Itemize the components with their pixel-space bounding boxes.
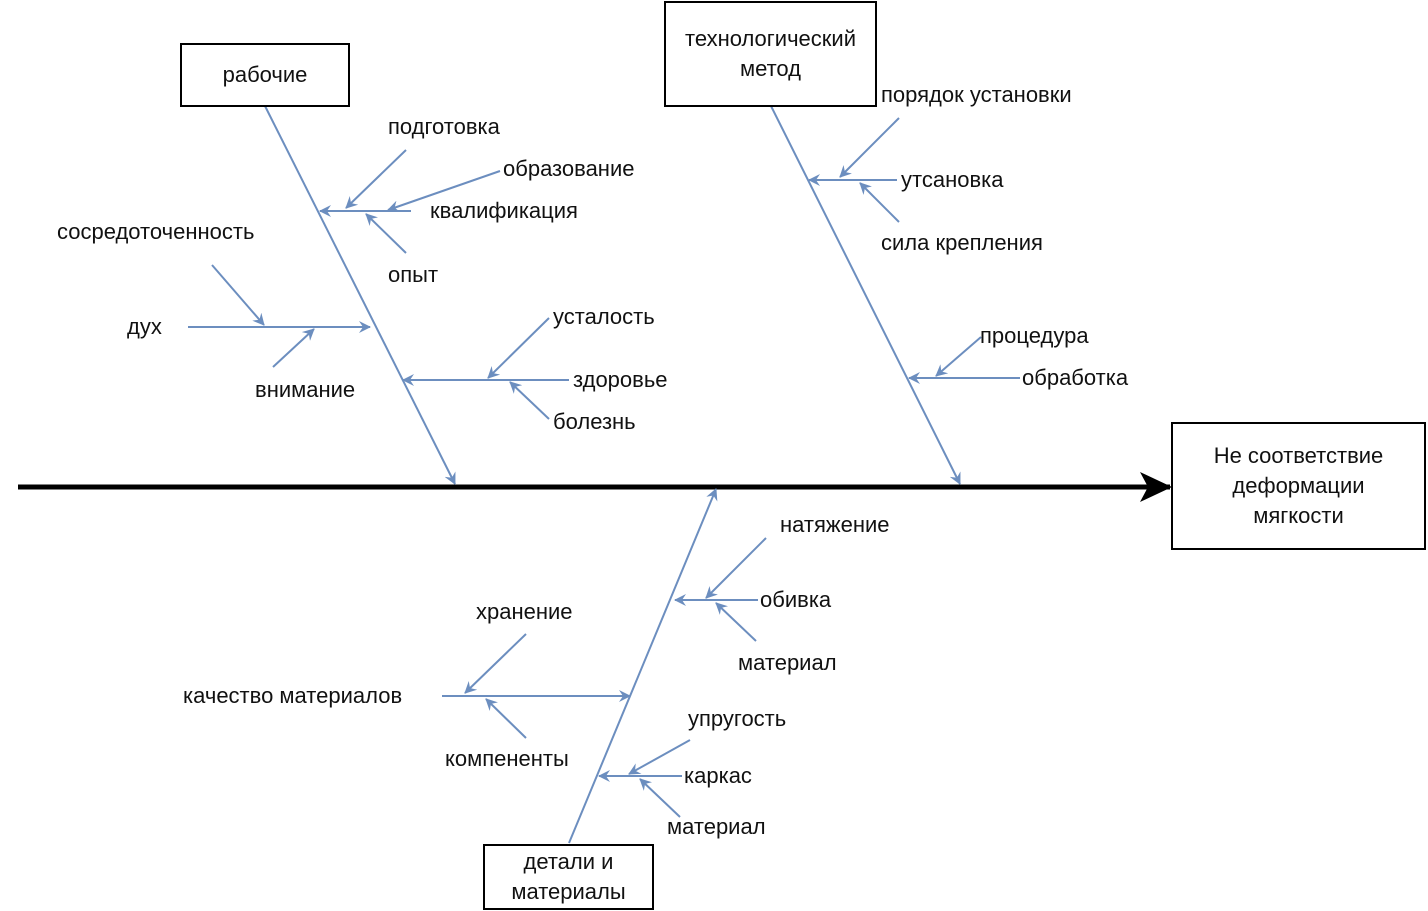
- arrow-upholstery-material: [715, 602, 757, 642]
- arrow-preparation: [345, 149, 407, 209]
- arrow-fastening-force: [859, 182, 900, 223]
- label-processing: обработка: [1022, 365, 1129, 390]
- arrow-install-order: [839, 117, 900, 178]
- label-installation: утсановка: [901, 167, 1004, 192]
- effect-box: Не соответствие деформации мягкости: [1171, 422, 1426, 550]
- label-attention: внимание: [255, 377, 356, 402]
- label-fatigue: усталость: [553, 304, 655, 329]
- label-spirit: дух: [127, 314, 162, 339]
- category-method-box: технологический метод: [664, 1, 877, 107]
- arrow-storage: [464, 633, 527, 694]
- label-illness: болезнь: [553, 409, 636, 434]
- arrow-attention: [272, 328, 315, 368]
- label-elasticity: упругость: [688, 706, 787, 731]
- arrow-illness: [509, 381, 550, 420]
- label-preparation: подготовка: [388, 114, 500, 139]
- label-storage: хранение: [476, 599, 573, 624]
- arrow-tension: [705, 537, 767, 599]
- arrow-fatigue: [487, 317, 550, 379]
- label-procedure: процедура: [980, 323, 1089, 348]
- label-material-quality: качество материалов: [183, 683, 403, 708]
- label-upholstery-material: материал: [738, 650, 837, 675]
- arrow-procedure: [935, 336, 982, 377]
- category-materials-box: детали и материалы: [483, 844, 654, 910]
- bone-materials: [568, 488, 718, 844]
- arrow-experience: [365, 213, 407, 254]
- arrow-elasticity: [628, 739, 691, 775]
- label-education: образование: [503, 156, 635, 181]
- label-qualification: квалификация: [430, 198, 578, 223]
- bone-workers: [264, 105, 456, 485]
- label-install-order: порядок установки: [881, 82, 1072, 107]
- label-health: здоровье: [573, 367, 668, 392]
- label-frame-material: материал: [667, 814, 766, 839]
- label-components: компененты: [445, 746, 569, 771]
- label-experience: опыт: [388, 262, 439, 287]
- category-workers-box: рабочие: [180, 43, 350, 107]
- label-fastening-force: сила крепления: [881, 230, 1043, 255]
- bone-method: [770, 105, 961, 485]
- label-concentration: сосредоточенность: [57, 219, 255, 244]
- arrow-concentration: [211, 264, 265, 326]
- arrow-education: [387, 170, 501, 213]
- label-upholstery: обивка: [760, 587, 832, 612]
- arrow-frame-material: [639, 778, 681, 818]
- label-frame: каркас: [684, 763, 752, 788]
- label-tension: натяжение: [780, 512, 890, 537]
- arrow-components: [485, 698, 527, 739]
